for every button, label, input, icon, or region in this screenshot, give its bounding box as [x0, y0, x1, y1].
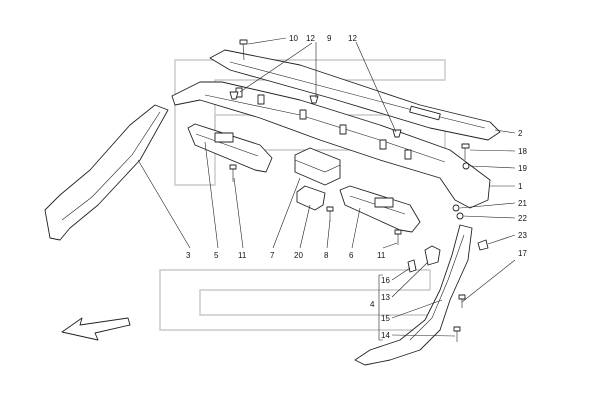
- part-right-pillar-trim: [354, 224, 473, 366]
- leader-lines: [137, 37, 516, 337]
- callout-12b: 12: [348, 34, 357, 43]
- callout-18: 18: [518, 147, 527, 156]
- callout-7: 7: [270, 251, 275, 260]
- callout-12a: 12: [306, 34, 315, 43]
- callout-11a: 11: [238, 251, 247, 260]
- callout-2: 2: [518, 129, 523, 138]
- part-dome-light: [294, 147, 341, 186]
- part-reading-lamp: [296, 185, 326, 211]
- part-roof-trim-rail: [209, 49, 501, 141]
- part-right-sun-visor: [339, 185, 421, 233]
- callout-23: 23: [518, 231, 527, 240]
- callout-22: 22: [518, 214, 527, 223]
- callout-8: 8: [324, 251, 329, 260]
- callout-numbers: 10 12 9 12 2 18 19 1 21 22 23 17 3 5 11 …: [186, 34, 527, 340]
- part-clips: [229, 91, 489, 251]
- callout-21: 21: [518, 199, 527, 208]
- callout-1: 1: [518, 182, 523, 191]
- group-4-bracket: [378, 274, 383, 341]
- part-left-sun-visor: [187, 123, 273, 173]
- callout-6: 6: [349, 251, 354, 260]
- callout-19: 19: [518, 164, 527, 173]
- part-left-pillar-trim: [44, 104, 169, 241]
- direction-arrow-icon: [61, 317, 131, 341]
- callout-10: 10: [289, 34, 298, 43]
- callout-17: 17: [518, 249, 527, 258]
- callout-9: 9: [327, 34, 332, 43]
- callout-16: 16: [381, 276, 390, 285]
- callout-20: 20: [294, 251, 303, 260]
- callout-11b: 11: [377, 251, 386, 260]
- callout-5: 5: [214, 251, 219, 260]
- callout-13: 13: [381, 293, 390, 302]
- callout-3: 3: [186, 251, 191, 260]
- callout-4: 4: [370, 300, 375, 309]
- part-screws: [229, 39, 470, 342]
- callout-14: 14: [381, 331, 390, 340]
- callout-15: 15: [381, 314, 390, 323]
